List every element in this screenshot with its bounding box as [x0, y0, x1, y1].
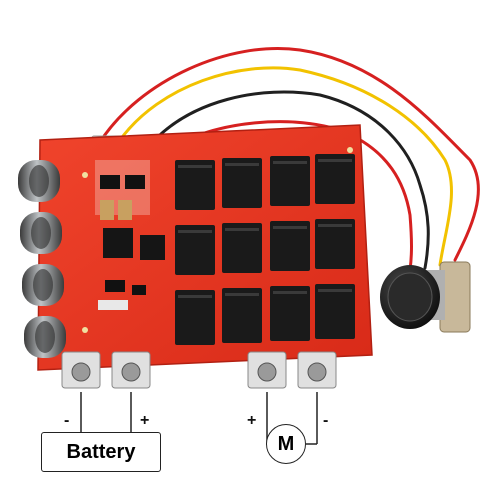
- battery-box: Battery: [41, 432, 161, 472]
- heatsink-row-2: [175, 219, 355, 275]
- battery-neg-sign: -: [64, 412, 70, 429]
- wire-black: [148, 90, 430, 270]
- motor-label: M: [277, 432, 295, 455]
- board-components: [82, 147, 353, 333]
- heatsink-fins: [178, 159, 352, 298]
- capacitor: [24, 316, 66, 358]
- wire-red-2: [168, 120, 413, 272]
- capacitor: [18, 160, 60, 202]
- heatsink-row-1: [175, 154, 355, 210]
- potentiometer: [380, 261, 471, 333]
- wire-yellow: [118, 66, 453, 267]
- battery-pos-sign: +: [140, 412, 150, 429]
- motor-neg-sign: -: [323, 412, 329, 429]
- capacitors: [18, 160, 66, 358]
- battery-label: Battery: [66, 440, 136, 463]
- heatsink-row-3: [175, 284, 355, 345]
- wire-red-1: [98, 47, 480, 262]
- wire-harness: [98, 47, 480, 272]
- screw-terminals: [61, 351, 337, 389]
- capacitor: [22, 264, 64, 306]
- mosfet-heatsinks: [175, 154, 355, 345]
- motor-symbol: M: [266, 424, 306, 464]
- capacitor: [20, 212, 62, 254]
- motor-pos-sign: +: [247, 412, 257, 429]
